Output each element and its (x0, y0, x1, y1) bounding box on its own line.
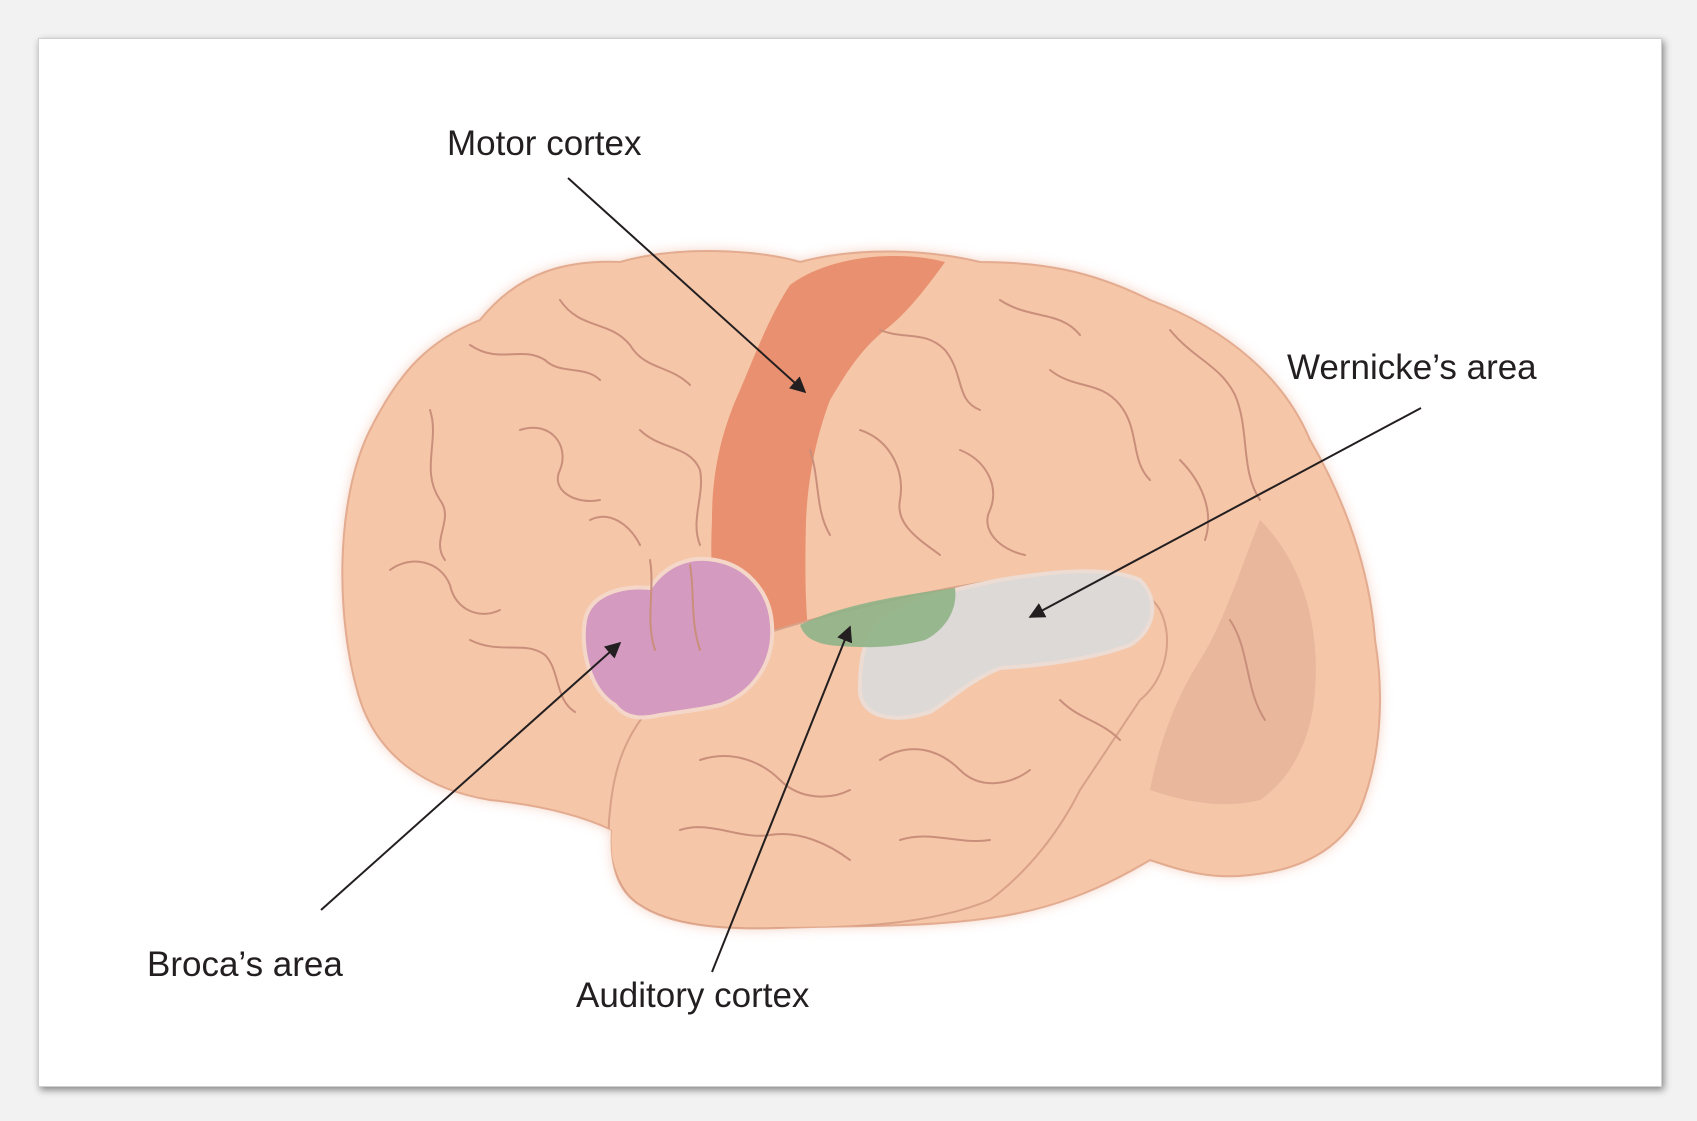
auditory-cortex-label: Auditory cortex (576, 976, 810, 1015)
auditory-cortex-arrow (711, 625, 853, 973)
motor-cortex-arrow (567, 177, 807, 394)
motor-cortex-label: Motor cortex (447, 124, 642, 163)
brocas-area-label: Broca’s area (147, 945, 343, 984)
motor-cortex-region (711, 255, 945, 641)
occipital-lobe (1150, 520, 1316, 805)
wernickes-area-arrow (1028, 407, 1422, 618)
wernickes-area-label: Wernicke’s area (1287, 348, 1537, 387)
brain-folds (389, 299, 1266, 861)
brocas-area-region (581, 556, 775, 720)
brain-shape (341, 250, 1381, 930)
brocas-area-arrow (320, 641, 622, 911)
